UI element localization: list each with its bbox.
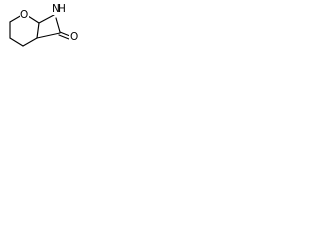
carbonyl-oxygen-label-bg — [69, 31, 78, 42]
ring-oxygen-label-bg — [20, 9, 29, 20]
bond-c3-c2 — [9, 37, 24, 47]
molecule-structure-diagram: O N H O — [9, 3, 78, 47]
nh-nitrogen-label: N — [52, 3, 60, 15]
bond-c6-nh — [38, 14, 55, 24]
ring-oxygen-label: O — [20, 9, 28, 21]
carbonyl-double-bond-2 — [58, 34, 70, 40]
bond-c6-o — [27, 15, 40, 24]
carbonyl-oxygen-label: O — [70, 31, 78, 43]
nh-label-bg — [50, 4, 66, 15]
bond-n1-c6 — [36, 22, 40, 39]
bond-nh-co — [55, 17, 61, 33]
nh-hydrogen-label: H — [58, 3, 66, 15]
carbonyl-double-bond-1 — [59, 31, 71, 37]
bond-c2-n1 — [22, 37, 38, 47]
bond-co-n1 — [36, 32, 61, 39]
